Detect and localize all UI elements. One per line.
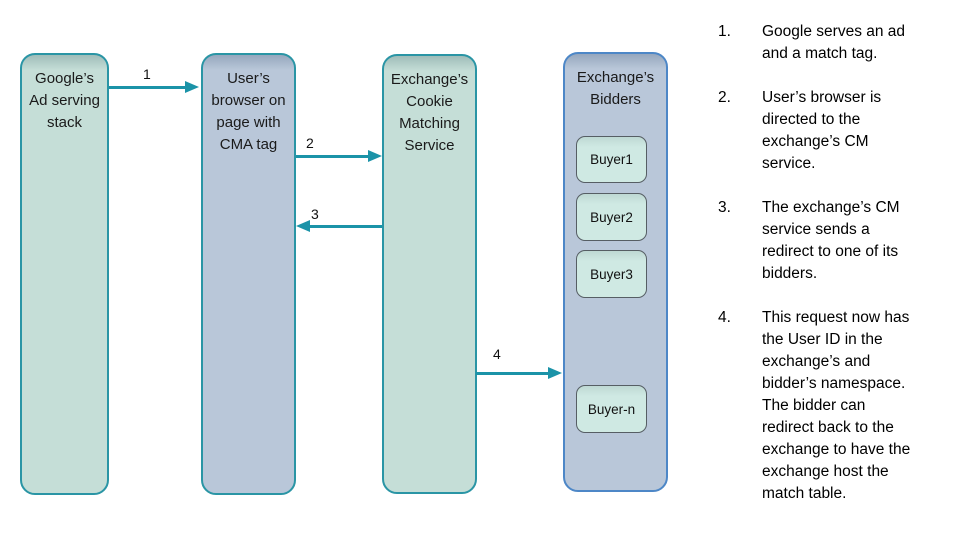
- arrow-1-label: 1: [143, 66, 151, 82]
- node-label-line: stack: [46, 114, 82, 131]
- step-text: Google serves an ad and a match tag.: [762, 23, 906, 62]
- buyer-box: Buyer2: [576, 193, 647, 241]
- steps-list: 1. Google serves an ad and a match tag. …: [718, 21, 930, 527]
- arrow-2-label: 2: [306, 135, 314, 151]
- step-item: 1. Google serves an ad and a match tag.: [718, 21, 930, 65]
- arrow-4-head-icon: [548, 367, 562, 379]
- arrow-1-head-icon: [185, 81, 199, 93]
- step-number: 4.: [718, 309, 731, 326]
- arrow-3-head-icon: [296, 220, 310, 232]
- node-label-line: Matching: [399, 115, 460, 132]
- step-item: 3. The exchange’s CM service sends a red…: [718, 197, 930, 285]
- node-label-line: Cookie: [406, 93, 453, 110]
- buyer-box: Buyer3: [576, 250, 647, 298]
- node-label-line: Exchange’s: [390, 71, 469, 88]
- arrow-4-shaft: [476, 372, 549, 375]
- buyer-box: Buyer-n: [576, 385, 647, 433]
- node-label-line: Exchange’s: [576, 69, 655, 86]
- arrow-2-shaft: [296, 155, 369, 158]
- buyer-box: Buyer1: [576, 136, 647, 183]
- node-label-line: CMA tag: [219, 136, 278, 153]
- node-label-line: Bidders: [590, 91, 641, 108]
- node-user-browser: User’s browser on page with CMA tag: [201, 53, 296, 495]
- step-item: 4. This request now has the User ID in t…: [718, 307, 930, 505]
- buyer-label: Buyer1: [590, 152, 633, 167]
- arrow-4-label: 4: [493, 346, 501, 362]
- arrow-3-label: 3: [311, 206, 319, 222]
- node-label-line: Google’s: [35, 70, 94, 87]
- node-label-line: User’s: [227, 70, 270, 87]
- node-label-line: page with: [216, 114, 281, 131]
- arrow-3-shaft: [310, 225, 382, 228]
- buyer-label: Buyer3: [590, 266, 633, 282]
- step-item: 2. User’s browser is directed to the exc…: [718, 87, 930, 175]
- node-label-line: Ad serving: [29, 92, 100, 109]
- buyer-label: Buyer2: [590, 209, 633, 225]
- step-text: The exchange’s CM service sends a redire…: [762, 199, 900, 282]
- step-text: This request now has the User ID in the …: [762, 309, 911, 502]
- node-label-line: browser on: [211, 92, 286, 109]
- node-cookie-matching-service: Exchange’s Cookie Matching Service: [382, 54, 477, 494]
- step-number: 1.: [718, 23, 731, 40]
- step-number: 3.: [718, 199, 731, 216]
- buyer-label: Buyer-n: [587, 401, 636, 417]
- arrow-2-head-icon: [368, 150, 382, 162]
- arrow-1-shaft: [109, 86, 186, 89]
- step-number: 2.: [718, 89, 731, 106]
- node-google-ad-stack: Google’s Ad serving stack: [20, 53, 109, 495]
- step-text: User’s browser is directed to the exchan…: [762, 89, 882, 172]
- node-label-line: Service: [404, 137, 455, 154]
